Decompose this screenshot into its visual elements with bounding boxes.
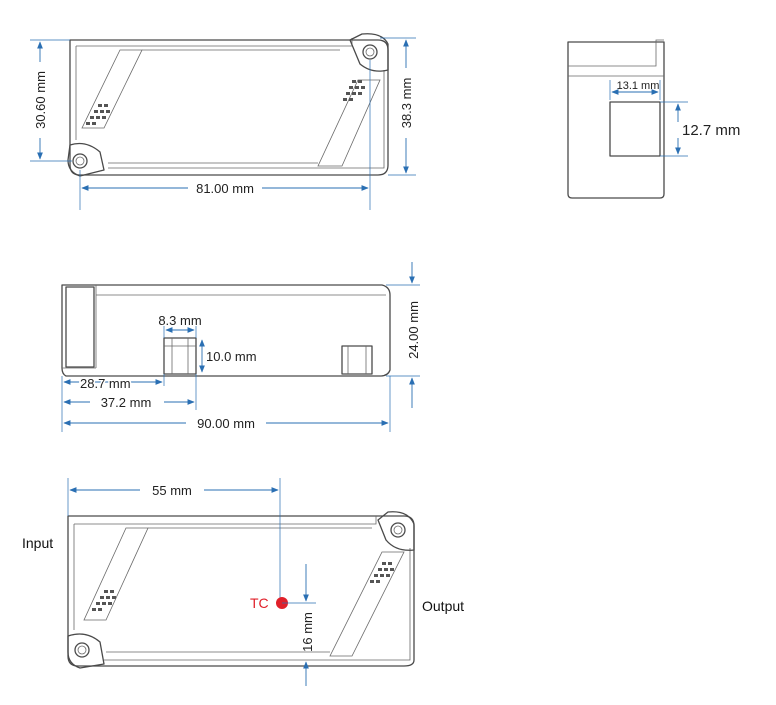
end-height-label: 12.7 mm (682, 122, 740, 139)
top-view-mount-ear-left (67, 142, 105, 177)
end-view: 13.1 mm 12.7 mm (567, 39, 740, 199)
side-slot-width-label: 8.3 mm (158, 313, 201, 328)
side-view-terminal (341, 345, 373, 375)
side-view-outline (61, 284, 391, 377)
side-offset-1-label: 28.7 mm (80, 376, 131, 391)
tc-view-vent-hatch-right (370, 562, 394, 583)
tc-view-diagonal-rib (83, 527, 405, 657)
top-right-height-label: 38.3 mm (399, 78, 414, 129)
top-view-mount-ear-right (349, 33, 389, 72)
side-view-slot (163, 337, 197, 375)
tc-label: TC (250, 595, 269, 611)
top-view-outline (69, 39, 389, 176)
tc-view-mount-ear-left (67, 633, 105, 669)
top-width-label: 81.00 mm (196, 181, 254, 196)
end-width-label: 13.1 mm (617, 80, 660, 92)
end-view-window (609, 101, 661, 157)
side-slot-height-label: 10.0 mm (206, 349, 257, 364)
top-view-vent-hatch-right (343, 80, 365, 101)
side-height-label: 24.00 mm (406, 301, 421, 359)
side-length-label: 90.00 mm (197, 416, 255, 431)
tc-view-mount-ear-right (377, 511, 415, 551)
end-view-top-lip (568, 39, 664, 77)
side-view: 8.3 mm 10.0 mm 28.7 mm 37.2 mm 90.00 mm … (61, 262, 421, 432)
tc-vertical-label: 16 mm (300, 612, 315, 652)
tc-view-panel-line (106, 527, 372, 653)
top-view-vent-hatch-left (86, 104, 110, 125)
tc-view-vent-hatch-left (92, 590, 116, 611)
output-label: Output (422, 598, 464, 614)
top-view-inner-outline (75, 38, 385, 169)
side-offset-2-label: 37.2 mm (101, 395, 152, 410)
tc-view-inner-outline (73, 516, 411, 661)
top-view-diagonal-rib (81, 49, 381, 167)
input-label: Input (22, 535, 53, 551)
side-view-top-edge (62, 285, 386, 369)
end-view-outline (567, 41, 665, 199)
tc-horizontal-label: 55 mm (152, 483, 192, 498)
top-view-panel-line (108, 49, 340, 164)
top-left-height-label: 30.60 mm (33, 71, 48, 129)
top-view: 81.00 mm 30.60 mm 38.3 mm (30, 33, 416, 210)
tc-view: 55 mm TC 16 mm Input Output (22, 478, 464, 686)
side-view-end-cap (65, 286, 95, 368)
